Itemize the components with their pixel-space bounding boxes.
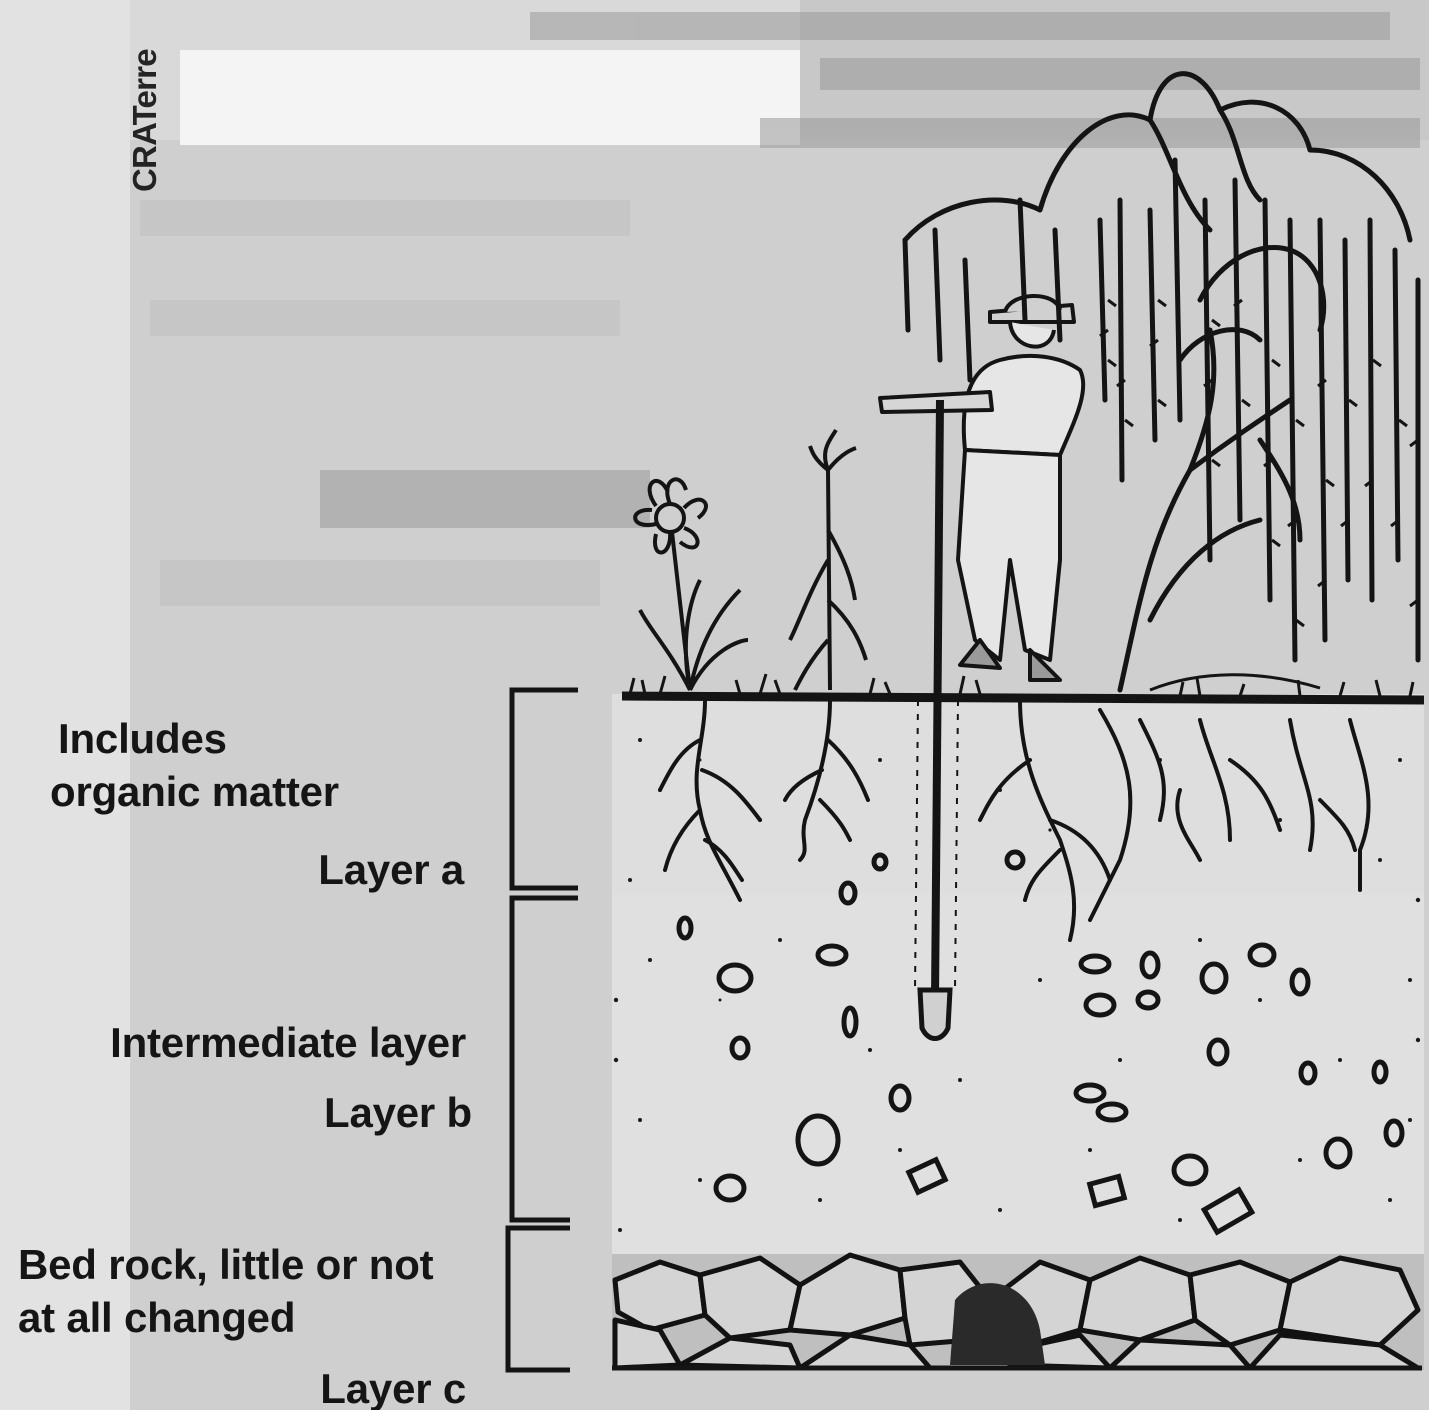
layer-c-description-line2: at all changed: [18, 1291, 433, 1344]
layer-a-name: Layer a: [260, 843, 464, 896]
layer-c-name: Layer c: [260, 1362, 466, 1410]
layer-a-soil: [612, 694, 1424, 894]
layer-a-description: Includes organic matter: [50, 712, 339, 818]
corn-plant: [790, 430, 866, 690]
bracket-layer-a: [512, 690, 578, 888]
layer-c-description-line1: Bed rock, little or not: [18, 1238, 433, 1291]
layer-b-name: Layer b: [270, 1086, 472, 1139]
bracket-layer-b: [512, 898, 578, 1220]
bracket-layer-c: [508, 1228, 570, 1370]
layer-a-description-line2: organic matter: [50, 765, 339, 818]
layer-b-description: Intermediate layer: [30, 1016, 466, 1069]
auger-bit: [920, 990, 950, 1039]
man-with-auger: [880, 296, 1083, 680]
auger-shaft: [935, 400, 940, 1000]
layer-c-description: Bed rock, little or not at all changed: [18, 1238, 433, 1344]
flower-plant: [635, 479, 748, 690]
ground-line: [622, 696, 1424, 700]
layer-brackets: [508, 690, 578, 1370]
layer-a-description-line1: Includes: [50, 712, 339, 765]
